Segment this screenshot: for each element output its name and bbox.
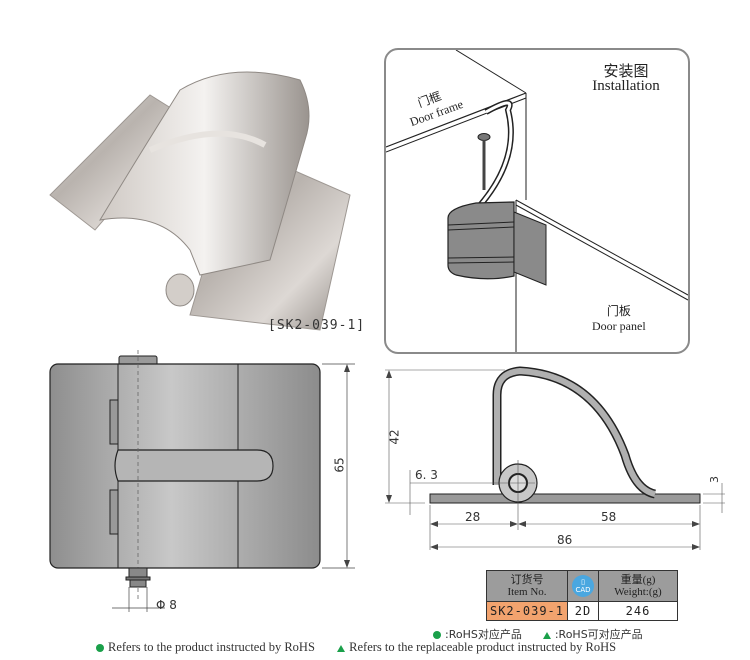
rohs-replaceable-en-text: Refers to the replaceable product instru… <box>349 640 617 654</box>
spec-value-row: SK2-039-1 2D 246 <box>486 601 678 621</box>
rohs-legend-en: Refers to the product instructed by RoHS… <box>96 640 616 655</box>
cad-value[interactable]: 2D <box>567 601 599 621</box>
installation-title-cn: 安装图 <box>603 64 649 80</box>
item-header-en: Item No. <box>507 586 547 598</box>
installation-diagram: 安装图 Installation 门框 Door frame 门板 Door p… <box>384 48 690 354</box>
door-panel-cn: 门板 <box>606 304 631 318</box>
item-header-cn: 订货号 <box>510 574 544 586</box>
rohs-triangle-icon <box>542 631 551 639</box>
front-view-drawing: 65 Φ 8 <box>40 350 370 620</box>
spec-table: 订货号 Item No. ▯CAD 重量(g) Weight:(g) SK2-0… <box>486 570 678 621</box>
rohs-legend-cn: :RoHS对应产品 :RoHS可对应产品 <box>433 626 643 642</box>
product-code-label: [SK2-039-1] <box>268 318 366 333</box>
total-length-dimension: 86 <box>557 533 573 547</box>
rohs-dot-icon <box>433 631 441 639</box>
side-view-svg <box>385 366 725 550</box>
door-panel-label: 门板 Door panel <box>592 302 646 334</box>
hinge-photo-illustration <box>49 71 351 331</box>
thickness-dimension: 3 <box>708 476 721 483</box>
rohs-en-text: Refers to the product instructed by RoHS <box>108 640 315 654</box>
weight-header: 重量(g) Weight:(g) <box>598 570 678 602</box>
weight-header-en: Weight:(g) <box>614 586 662 598</box>
rohs-cn-text: :RoHS对应产品 <box>445 628 522 641</box>
item-no-value: SK2-039-1 <box>486 601 568 621</box>
item-no-header: 订货号 Item No. <box>486 570 568 602</box>
weight-header-cn: 重量(g) <box>620 574 656 586</box>
product-photo: [SK2-039-1] <box>40 60 380 340</box>
pin-offset-dimension: 6. 3 <box>415 468 438 482</box>
cad-label: CAD <box>575 586 591 594</box>
cad-file-icon: ▯CAD <box>572 575 594 597</box>
cad-header: ▯CAD <box>567 570 599 602</box>
door-panel-en: Door panel <box>592 319 646 333</box>
front-view-svg <box>49 350 355 612</box>
rohs-dot-icon <box>96 644 104 653</box>
spec-header-row: 订货号 Item No. ▯CAD 重量(g) Weight:(g) <box>486 570 678 602</box>
rohs-replaceable-cn-text: :RoHS可对应产品 <box>554 628 643 641</box>
rohs-triangle-icon <box>337 644 346 652</box>
left-length-dimension: 28 <box>465 510 481 524</box>
installation-drawing <box>386 50 688 352</box>
height-dimension: 65 <box>332 457 347 473</box>
right-length-dimension: 58 <box>601 510 617 524</box>
weight-value: 246 <box>598 601 678 621</box>
installation-title-en: Installation <box>592 78 660 94</box>
pin-diameter-dimension: Φ 8 <box>156 598 177 612</box>
height-42-dimension: 42 <box>387 429 402 445</box>
side-view-drawing: 42 6. 3 3 28 58 86 <box>385 365 730 565</box>
